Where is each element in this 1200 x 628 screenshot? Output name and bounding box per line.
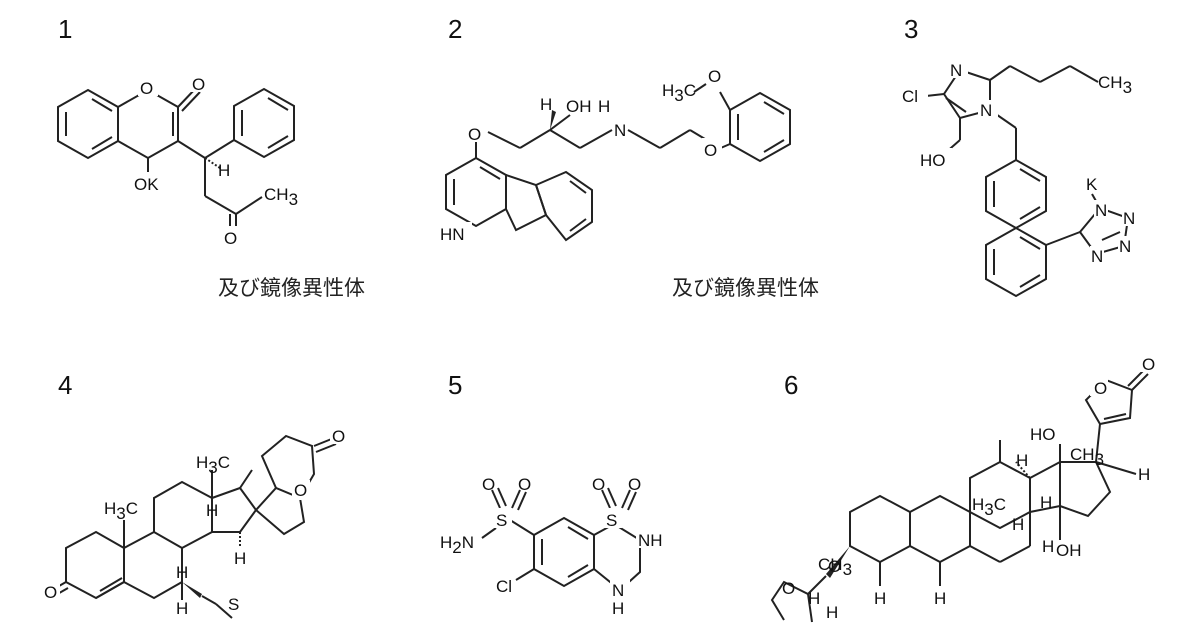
atom-label: H	[176, 599, 188, 618]
atom-label: H	[1138, 465, 1150, 484]
atom-label: H	[234, 549, 246, 568]
atom-label: O	[708, 67, 721, 86]
atom-label: N	[1095, 201, 1107, 220]
atom-label: O	[1094, 379, 1107, 398]
atom-label: H	[176, 563, 188, 582]
atom-label: O	[828, 557, 841, 576]
atom-label: N	[1091, 247, 1103, 266]
caption: 及び鏡像異性体	[672, 276, 819, 300]
compound-number: 6	[784, 370, 799, 400]
atom-label: HN	[440, 225, 465, 244]
atom-label: O	[294, 481, 307, 500]
atom-label: H	[1040, 493, 1052, 512]
atom-label: H3C	[972, 495, 1006, 519]
atom-label: O	[628, 475, 641, 494]
atom-label: N	[1119, 237, 1131, 256]
atom-label: O	[468, 125, 481, 144]
atom-label: OH	[566, 97, 592, 116]
compound-number: 1	[58, 14, 73, 44]
structure-4: 4 H3C H3C O O O H H	[0, 0, 400, 628]
atom-label: H3C	[662, 81, 696, 105]
atom-label: O	[782, 579, 795, 598]
atom-label: H	[206, 501, 218, 520]
atom-label: H	[934, 589, 946, 608]
atom-label: O	[518, 475, 531, 494]
atom-label: H	[1042, 537, 1054, 556]
structure-2-drawing: O HN H OH H N O H3C O	[436, 67, 791, 244]
atom-label: H	[540, 95, 552, 114]
atom-label: O	[44, 583, 57, 602]
atom-label: S	[228, 595, 239, 614]
compound-number: 5	[448, 370, 463, 400]
structure-3: 3 N N Cl CH3 HO K	[900, 14, 1136, 298]
atom-label: H	[218, 161, 230, 180]
atom-label: O	[592, 475, 605, 494]
atom-label: H	[874, 589, 886, 608]
structure-1: 1 O O OK H O CH3 及び鏡像異性体	[0, 0, 400, 320]
compound-number: 3	[904, 14, 919, 44]
atom-label: HO	[1030, 425, 1056, 444]
atom-label: S	[606, 511, 617, 530]
atom-label: H3C	[196, 453, 230, 477]
atom-label: O	[224, 229, 237, 248]
atom-label: K	[1086, 175, 1098, 194]
atom-label: OH	[1056, 541, 1082, 560]
atom-label: O	[192, 75, 205, 94]
atom-label: N	[950, 61, 962, 80]
atom-label: O	[332, 427, 345, 446]
atom-label: H	[1016, 451, 1028, 470]
structure-2: 2 O HN H OH H N O H3C	[0, 0, 880, 320]
compound-number: 4	[58, 370, 73, 400]
atom-label: Cl	[496, 577, 512, 596]
atom-label: CH3	[1098, 73, 1132, 97]
atom-label: HO	[920, 151, 946, 170]
atom-label: O	[482, 475, 495, 494]
compound-number: 2	[448, 14, 463, 44]
atom-label: O	[140, 79, 153, 98]
atom-label: H	[808, 589, 820, 608]
atom-label: N	[614, 121, 626, 140]
structure-5: 5 O O O O S S H2N NH Cl N H	[440, 370, 663, 618]
atom-label: H	[612, 599, 624, 618]
atom-label: OK	[134, 175, 159, 194]
structure-3-drawing: N N Cl CH3 HO K N N N N	[902, 61, 1136, 298]
atom-label: Cl	[902, 87, 918, 106]
atom-label: H	[598, 97, 610, 116]
structure-1-drawing: O O OK H O CH3	[57, 72, 298, 248]
atom-label: H3C	[104, 499, 138, 523]
structure-5-drawing: O O O O S S H2N NH Cl N H	[440, 475, 663, 618]
atom-label: O	[1142, 355, 1155, 374]
atom-label: NH	[638, 531, 663, 550]
atom-label: H2N	[440, 533, 474, 557]
atom-label: N	[1123, 209, 1135, 228]
atom-label: CH3	[818, 555, 852, 579]
atom-label: CH3	[264, 185, 298, 209]
atom-label: N	[980, 101, 992, 120]
atom-label: H	[826, 603, 838, 622]
atom-label: S	[496, 511, 507, 530]
structure-4-drawing: H3C H3C O O O H H H H S	[42, 424, 348, 619]
atom-label: O	[704, 141, 717, 160]
atom-label: CH3	[1070, 445, 1104, 469]
atom-label: H	[1012, 515, 1024, 534]
atom-label: N	[612, 581, 624, 600]
caption: 及び鏡像異性体	[218, 276, 365, 300]
